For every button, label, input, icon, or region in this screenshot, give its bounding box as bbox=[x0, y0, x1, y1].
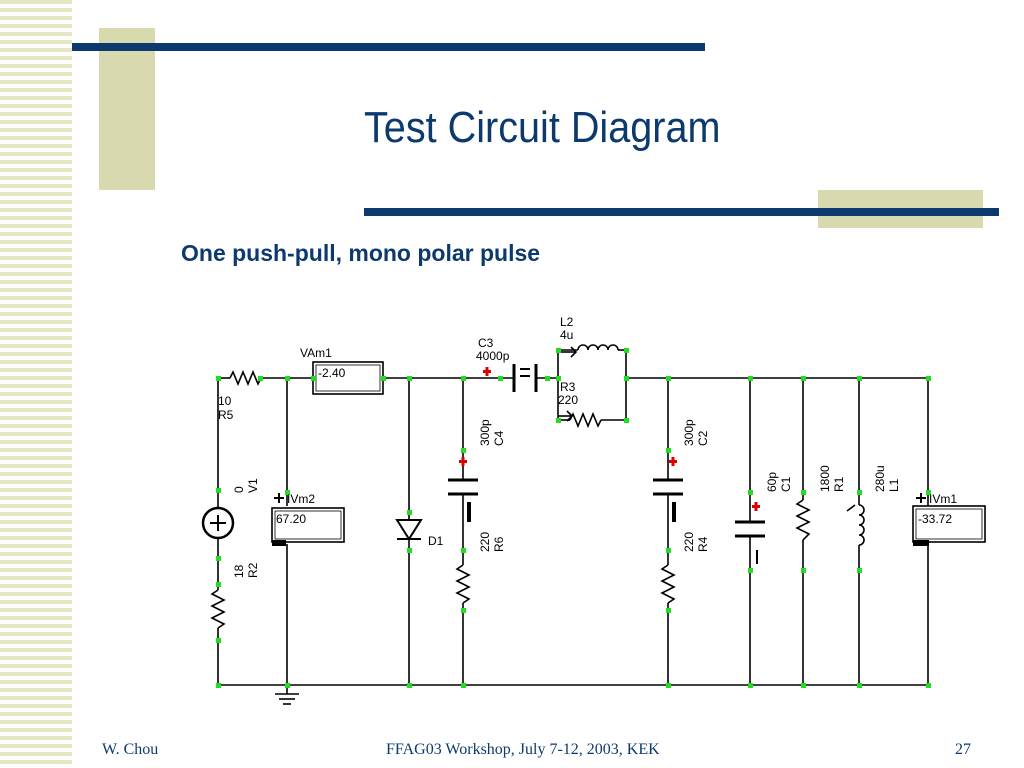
l1-name: L1 bbox=[887, 478, 901, 492]
r1-value: 1800 bbox=[818, 465, 832, 492]
bottom-accent-bar bbox=[364, 208, 999, 216]
l2-value: 4u bbox=[560, 328, 573, 342]
r1-name: R1 bbox=[832, 476, 846, 492]
r2-name: R2 bbox=[246, 562, 260, 578]
r5-value: 10 bbox=[218, 394, 232, 408]
c1-name: C1 bbox=[779, 476, 793, 492]
r4-name: R4 bbox=[696, 536, 710, 552]
r6-name: R6 bbox=[492, 536, 506, 552]
top-accent-bar bbox=[72, 43, 705, 51]
ivm1-reading: -33.72 bbox=[918, 512, 952, 526]
c4-value: 300p bbox=[478, 419, 492, 446]
r5-name: R5 bbox=[218, 408, 234, 422]
slide-subtitle: One push-pull, mono polar pulse bbox=[181, 240, 541, 266]
l1-value: 280u bbox=[873, 465, 887, 492]
c3-name: C3 bbox=[478, 336, 494, 350]
page-number: 27 bbox=[955, 741, 971, 758]
ivm1-name: IVm1 bbox=[929, 492, 957, 506]
ivm2-name: IVm2 bbox=[287, 492, 315, 506]
r3-value: 220 bbox=[558, 393, 578, 407]
decorative-block-left bbox=[99, 28, 155, 190]
slide-title: Test Circuit Diagram bbox=[364, 103, 721, 152]
c2-name: C2 bbox=[696, 430, 710, 446]
r4-value: 220 bbox=[682, 532, 696, 552]
c1-value: 60p bbox=[765, 472, 779, 492]
footer-author: W. Chou bbox=[102, 741, 159, 758]
c4-name: C4 bbox=[492, 430, 506, 446]
ivm2-reading: 67.20 bbox=[276, 512, 306, 526]
c2-value: 300p bbox=[682, 419, 696, 446]
d1-name: D1 bbox=[428, 534, 444, 548]
v1-name: V1 bbox=[246, 478, 260, 493]
footer-event: FFAG03 Workshop, July 7-12, 2003, KEK bbox=[386, 741, 660, 758]
r6-value: 220 bbox=[478, 532, 492, 552]
c3-value: 4000p bbox=[476, 349, 510, 363]
r2-value: 18 bbox=[232, 564, 246, 578]
v1-value: 0 bbox=[232, 486, 246, 493]
decorative-stripes bbox=[0, 0, 72, 768]
vam1-reading: -2.40 bbox=[318, 366, 346, 380]
l2-name: L2 bbox=[560, 315, 574, 329]
r3-name: R3 bbox=[560, 380, 576, 394]
vam1-name: VAm1 bbox=[300, 346, 332, 360]
